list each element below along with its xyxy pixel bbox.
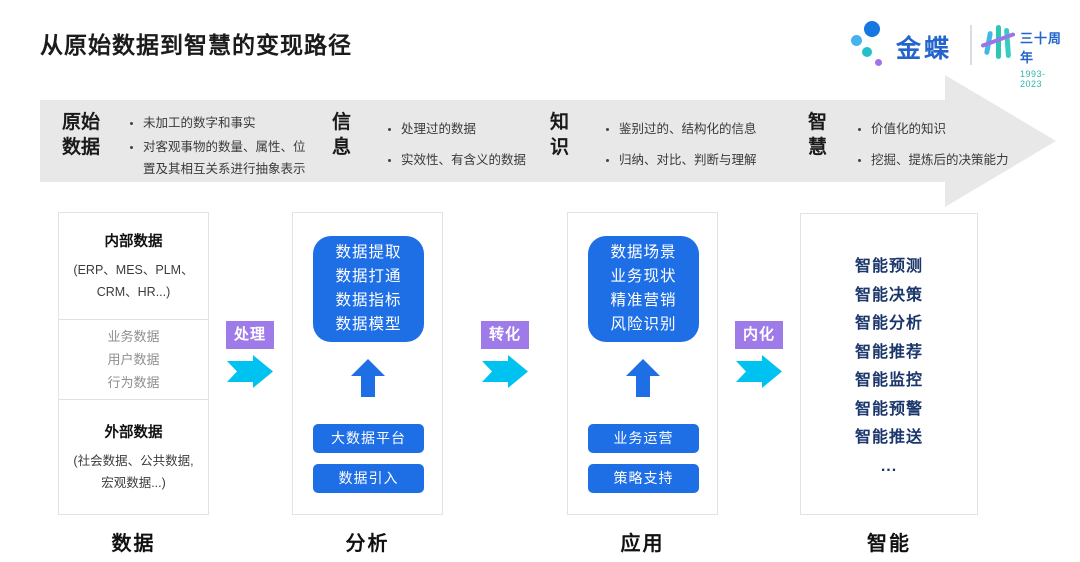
external-data-title: 外部数据 bbox=[104, 424, 163, 441]
strategy-support-chip: 策略支持 bbox=[588, 464, 699, 493]
stage-raw-data: 原始 数据 未加工的数字和事实 对客观事物的数量、属性、位置及其相互关系进行抽象… bbox=[62, 106, 315, 180]
intelligence-item: 智能监控 bbox=[854, 372, 923, 389]
flow-arrow-process: 处理 bbox=[226, 321, 274, 393]
column-application: 数据场景 业务现状 精准营销 风险识别 业务运营 策略支持 bbox=[567, 212, 718, 515]
flow-arrow-internalize: 内化 bbox=[735, 321, 783, 393]
intelligence-item: 智能推送 bbox=[854, 429, 923, 446]
brand-name: 金蝶 bbox=[896, 35, 953, 63]
banner-arrowhead-icon bbox=[945, 75, 1056, 207]
transform-badge: 转化 bbox=[481, 321, 529, 349]
anniversary-years: 1993-2023 bbox=[1020, 69, 1046, 89]
internalize-badge: 内化 bbox=[735, 321, 783, 349]
bullet-icon bbox=[388, 159, 391, 162]
data-type-item: 业务数据 bbox=[107, 329, 160, 344]
section-data-types: 业务数据 用户数据 行为数据 bbox=[59, 320, 208, 400]
dot-teal-icon bbox=[862, 47, 872, 57]
right-arrow-icon bbox=[227, 355, 273, 388]
process-badge: 处理 bbox=[226, 321, 274, 349]
intelligence-item: 智能推荐 bbox=[854, 343, 923, 361]
external-data-sources: (社会数据、公共数据, 宏观数据...) bbox=[73, 453, 194, 490]
bullet-icon bbox=[130, 122, 133, 125]
bullet-icon bbox=[606, 128, 609, 131]
stage-points: 处理过的数据 实效性、有含义的数据 bbox=[388, 118, 526, 171]
section-external-data: 外部数据 (社会数据、公共数据, 宏观数据...) bbox=[59, 400, 208, 514]
column-intelligence: 智能预测 智能决策 智能分析 智能推荐 智能监控 智能预警 智能推送 ... bbox=[800, 213, 978, 515]
stage-point: 挖掘、提炼后的决策能力 bbox=[858, 149, 1009, 171]
right-arrow-icon bbox=[736, 355, 782, 388]
logo-divider bbox=[970, 25, 972, 65]
column-label-application: 应用 bbox=[620, 533, 665, 555]
intelligence-item: 智能决策 bbox=[854, 286, 923, 304]
bullet-icon bbox=[388, 128, 391, 131]
page-title: 从原始数据到智慧的变现路径 bbox=[40, 32, 352, 58]
application-scenarios: 数据场景 业务现状 精准营销 风险识别 bbox=[610, 244, 677, 333]
stage-point: 未加工的数字和事实 bbox=[130, 112, 315, 134]
internal-data-title: 内部数据 bbox=[104, 233, 163, 250]
stage-point: 处理过的数据 bbox=[388, 118, 526, 140]
anniversary-label: 三十周年 bbox=[1020, 31, 1063, 65]
data-import-chip: 数据引入 bbox=[313, 464, 424, 493]
column-data-sources: 内部数据 (ERP、MES、PLM、CRM、HR...) 业务数据 用户数据 行… bbox=[58, 212, 209, 515]
kingdee-dots-icon bbox=[850, 18, 890, 72]
bullet-icon bbox=[130, 146, 133, 149]
right-arrow-icon bbox=[482, 355, 528, 388]
stage-points: 未加工的数字和事实 对客观事物的数量、属性、位置及其相互关系进行抽象表示 bbox=[130, 112, 315, 180]
up-arrow-icon bbox=[351, 359, 385, 397]
intelligence-item: 智能分析 bbox=[854, 315, 923, 332]
stage-points: 价值化的知识 挖掘、提炼后的决策能力 bbox=[858, 118, 1009, 171]
stage-title: 知 识 bbox=[550, 112, 570, 158]
bullet-icon bbox=[606, 159, 609, 162]
stage-information: 信 息 处理过的数据 实效性、有含义的数据 bbox=[332, 106, 526, 171]
data-type-item: 用户数据 bbox=[107, 352, 160, 367]
up-arrow-icon bbox=[626, 359, 660, 397]
business-operation-chip: 业务运营 bbox=[588, 424, 699, 453]
dot-cyan-icon bbox=[851, 35, 862, 46]
analysis-capabilities-box: 数据提取 数据打通 数据指标 数据模型 bbox=[313, 236, 424, 342]
dot-blue-icon bbox=[864, 21, 880, 37]
column-label-analysis: 分析 bbox=[345, 533, 390, 555]
application-scenarios-box: 数据场景 业务现状 精准营销 风险识别 bbox=[588, 236, 699, 342]
big-data-platform-chip: 大数据平台 bbox=[313, 424, 424, 453]
internal-data-systems: (ERP、MES、PLM、CRM、HR...) bbox=[73, 262, 194, 299]
stage-point: 实效性、有含义的数据 bbox=[388, 149, 526, 171]
stage-banner bbox=[40, 100, 946, 182]
intelligence-item: 智能预警 bbox=[854, 400, 923, 418]
anniversary-text: 三十周年 1993-2023 bbox=[1020, 28, 1062, 89]
stage-wisdom: 智 慧 价值化的知识 挖掘、提炼后的决策能力 bbox=[808, 106, 1009, 171]
column-label-intelligence: 智能 bbox=[867, 533, 911, 555]
stage-point: 价值化的知识 bbox=[858, 118, 1009, 140]
stage-point: 归纳、对比、判断与理解 bbox=[606, 149, 757, 171]
column-label-data: 数据 bbox=[111, 533, 156, 555]
stage-title: 信 息 bbox=[332, 112, 352, 158]
column-analysis: 数据提取 数据打通 数据指标 数据模型 大数据平台 数据引入 bbox=[292, 212, 443, 515]
stage-title: 原始 数据 bbox=[62, 112, 101, 158]
stage-title: 智 慧 bbox=[808, 112, 828, 158]
section-internal-data: 内部数据 (ERP、MES、PLM、CRM、HR...) bbox=[59, 213, 208, 320]
intelligence-ellipsis: ... bbox=[880, 457, 898, 475]
kingdee-logo: 金蝶 三十周年 1993-2023 bbox=[850, 16, 1062, 89]
analysis-capabilities: 数据提取 数据打通 数据指标 数据模型 bbox=[335, 244, 402, 333]
flow-arrow-transform: 转化 bbox=[481, 321, 529, 393]
bullet-icon bbox=[858, 128, 861, 131]
anniversary-mark-icon bbox=[980, 23, 1016, 65]
stage-points: 鉴别过的、结构化的信息 归纳、对比、判断与理解 bbox=[606, 118, 757, 171]
data-type-item: 行为数据 bbox=[107, 375, 160, 390]
stage-point: 对客观事物的数量、属性、位置及其相互关系进行抽象表示 bbox=[130, 136, 315, 180]
dot-purple-icon bbox=[875, 59, 882, 66]
stage-point: 鉴别过的、结构化的信息 bbox=[606, 118, 757, 140]
intelligence-item: 智能预测 bbox=[854, 258, 923, 275]
stage-knowledge: 知 识 鉴别过的、结构化的信息 归纳、对比、判断与理解 bbox=[550, 106, 757, 171]
bullet-icon bbox=[858, 159, 861, 162]
